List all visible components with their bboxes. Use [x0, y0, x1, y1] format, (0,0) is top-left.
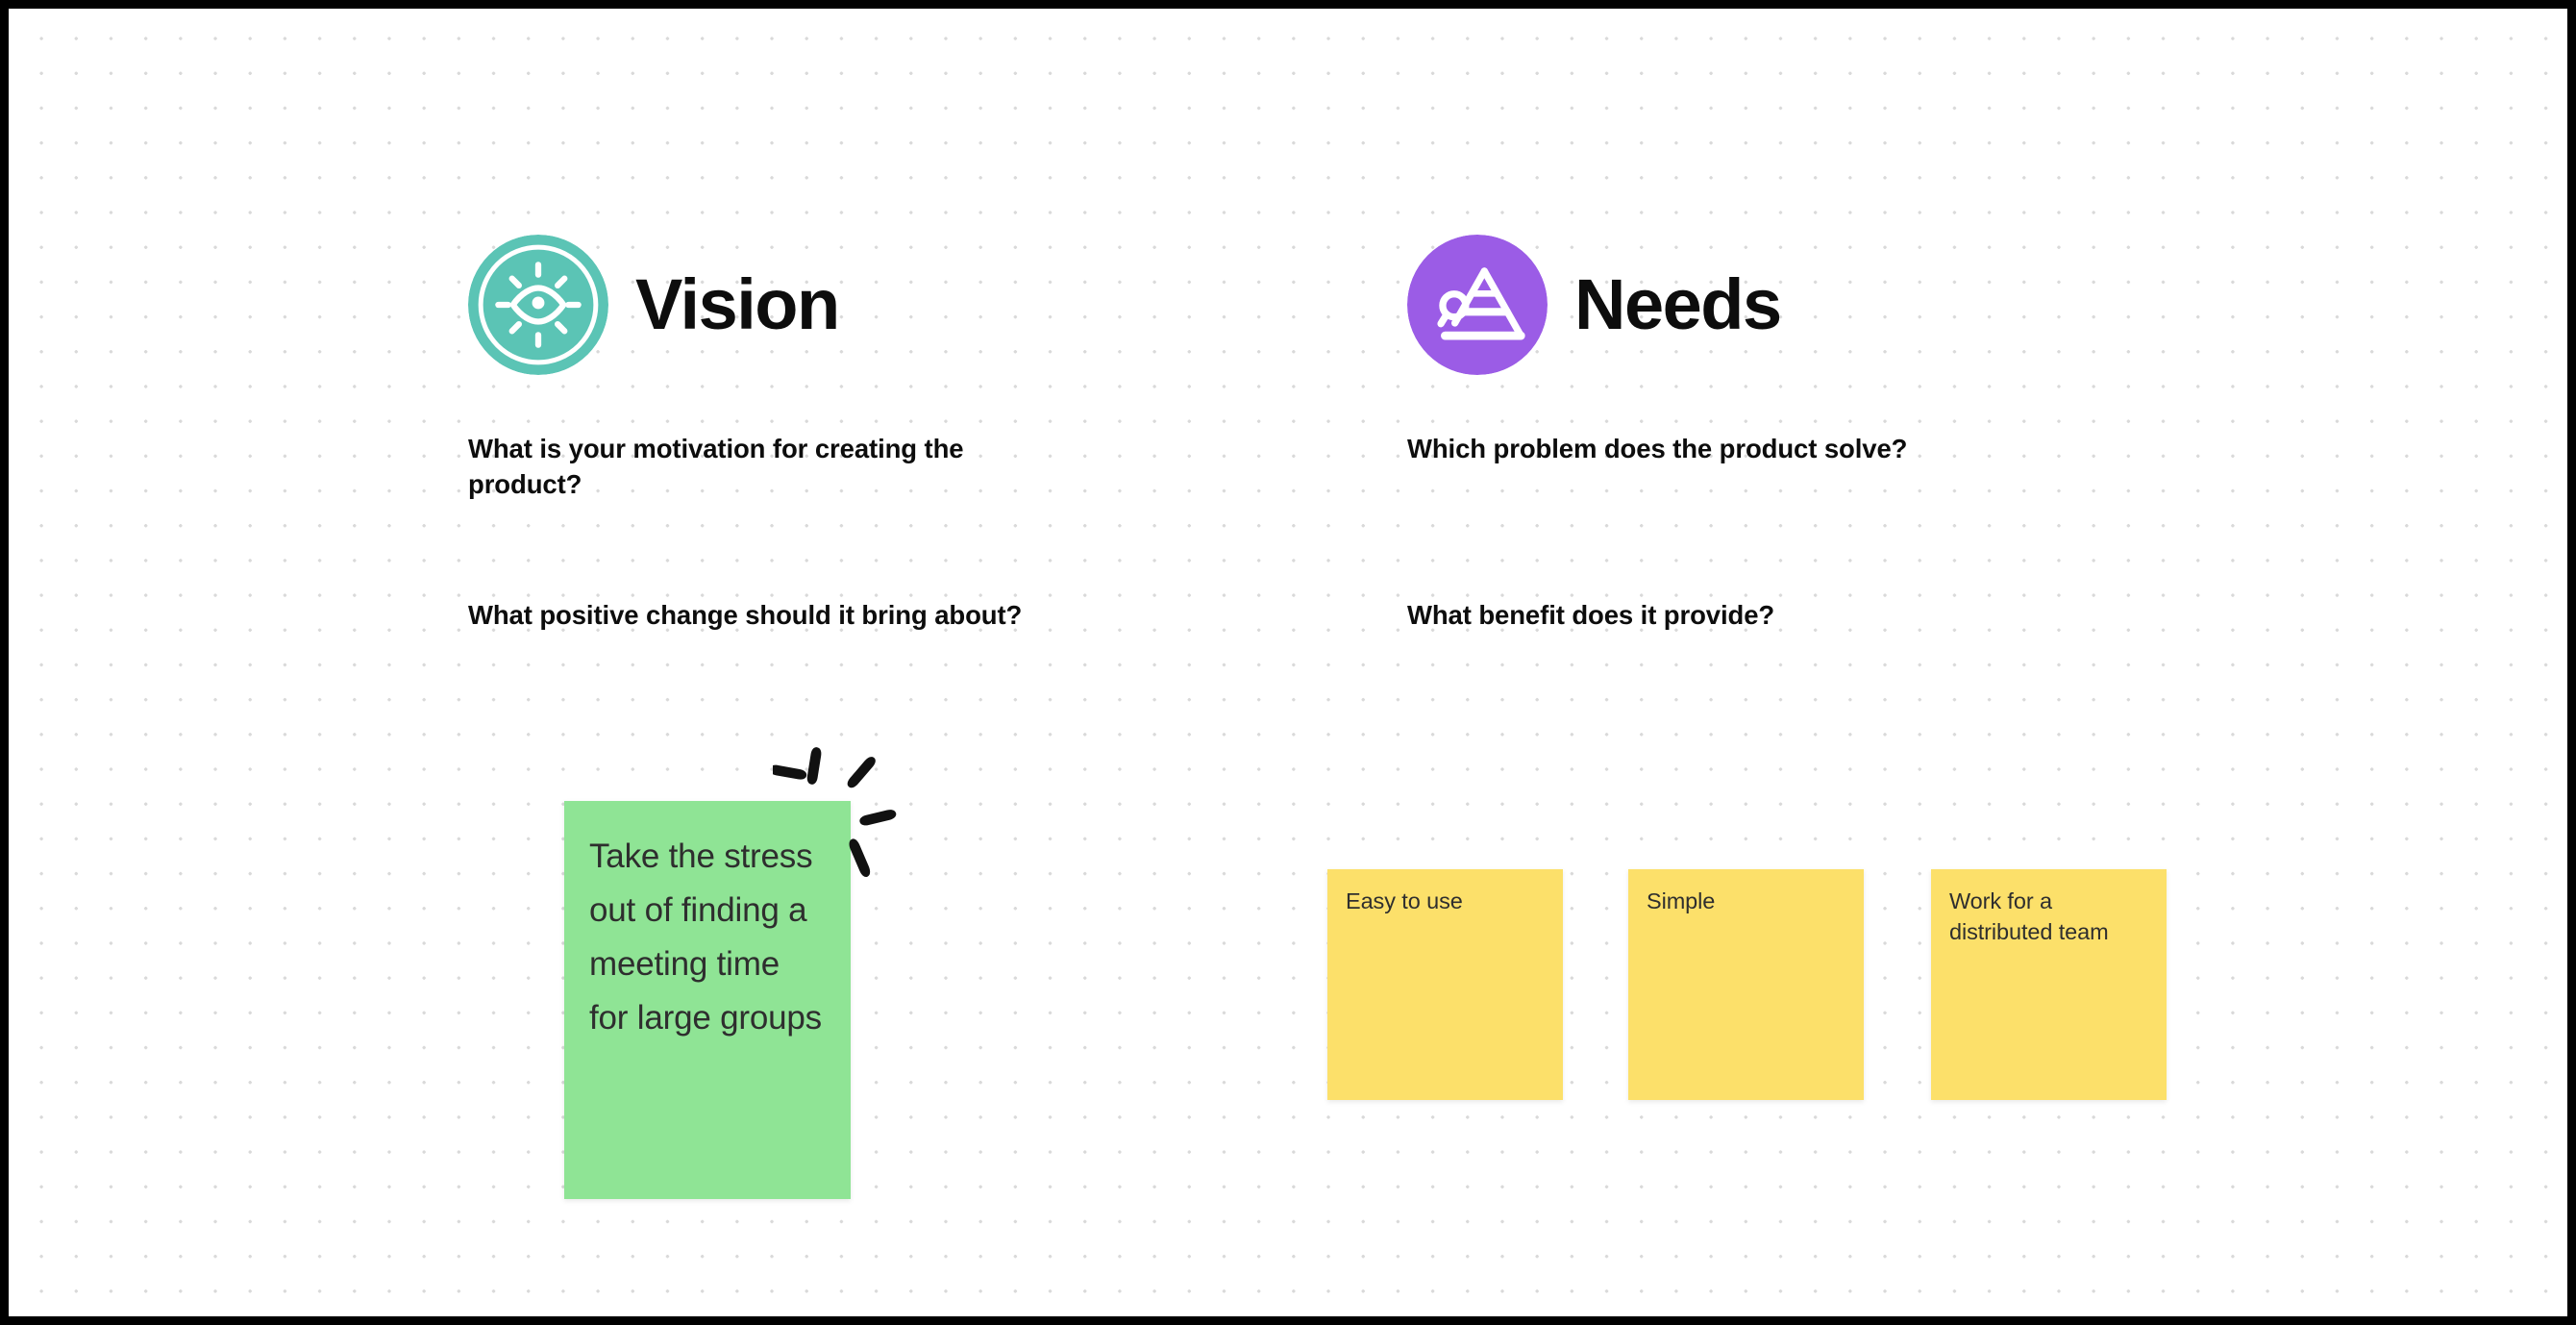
sticky-note-text: Take the stress out of finding a meeting…	[589, 838, 822, 1037]
vision-title: Vision	[635, 264, 840, 344]
vision-prompt-1: What is your motivation for creating the…	[468, 434, 964, 499]
sticky-note-needs-3[interactable]: Work for a distributed team	[1931, 869, 2167, 1100]
needs-header: Needs	[1407, 235, 1782, 375]
sticky-note-needs-2[interactable]: Simple	[1628, 869, 1864, 1100]
vision-header: Vision	[468, 235, 840, 375]
vision-prompt-2: What positive change should it bring abo…	[468, 600, 1023, 630]
sticky-note-text: Simple	[1647, 888, 1716, 913]
sticky-note-text: Easy to use	[1346, 888, 1463, 913]
needs-prompt-1: Which problem does the product solve?	[1407, 434, 1908, 463]
needs-prompt-2: What benefit does it provide?	[1407, 600, 1775, 630]
pyramid-search-icon	[1407, 235, 1548, 375]
eye-sun-icon	[468, 235, 608, 375]
sticky-note-needs-1[interactable]: Easy to use	[1327, 869, 1563, 1100]
sticky-note-text: Work for a distributed team	[1949, 888, 2109, 944]
needs-title: Needs	[1574, 264, 1782, 344]
dot-grid-board-background[interactable]: Vision What is your motivation for creat…	[9, 9, 2567, 1316]
sticky-note-vision-1[interactable]: Take the stress out of finding a meeting…	[564, 801, 851, 1199]
